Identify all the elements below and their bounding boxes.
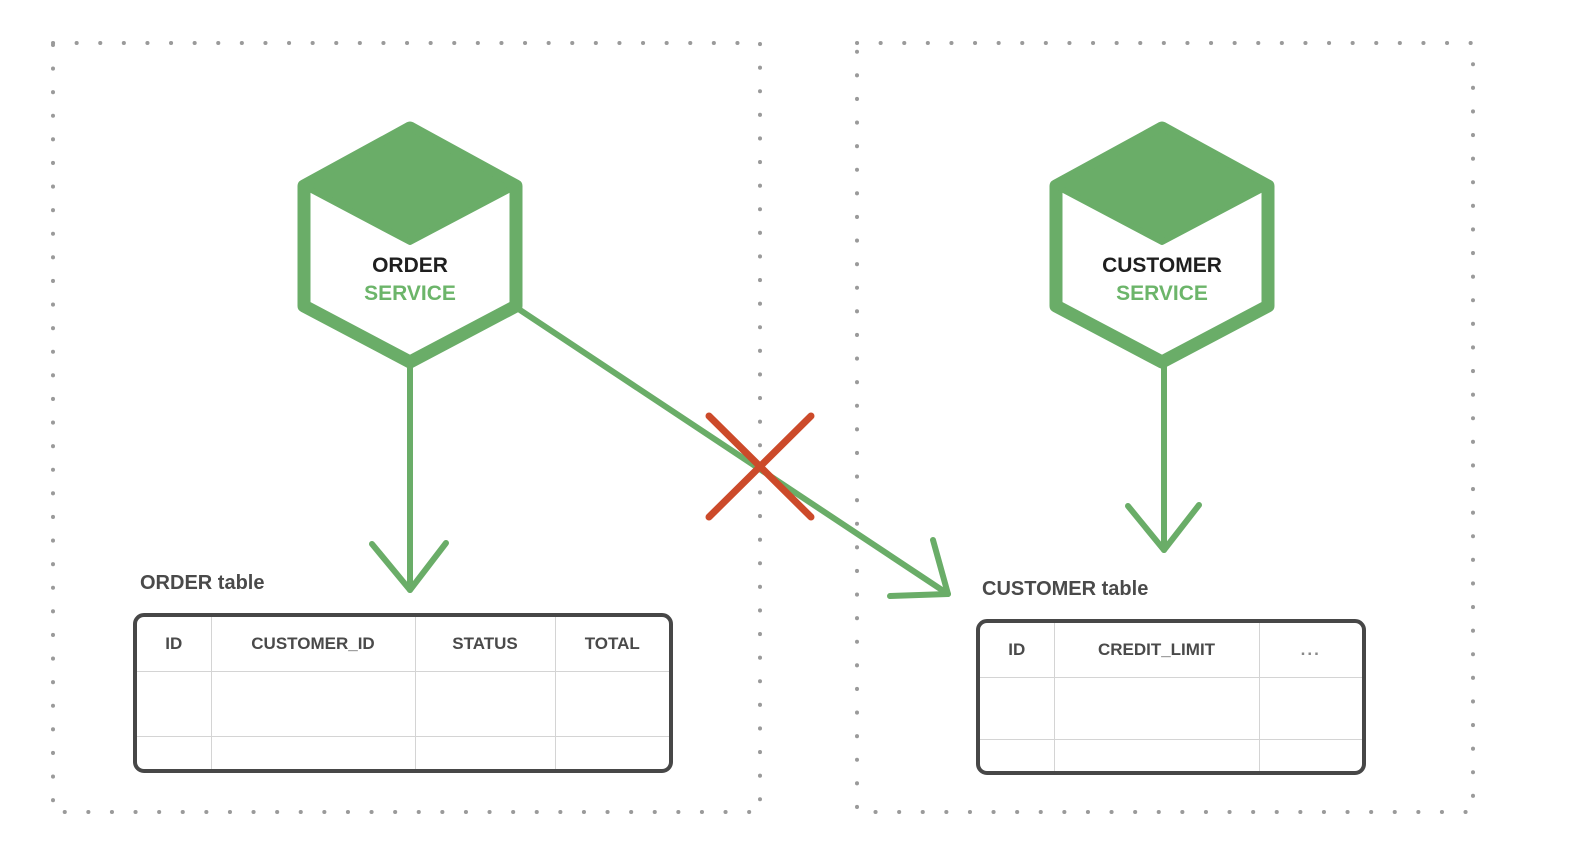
- column-header: CUSTOMER_ID: [211, 617, 416, 672]
- column-header: TOTAL: [555, 617, 669, 672]
- table-row: [137, 671, 669, 737]
- table-header-row: ID CUSTOMER_ID STATUS TOTAL: [137, 617, 669, 672]
- column-header: ID: [137, 617, 212, 672]
- order-table: ID CUSTOMER_ID STATUS TOTAL: [133, 613, 673, 773]
- cube-hexagon-icon: [297, 121, 523, 369]
- table-row: [980, 739, 1362, 771]
- customer-to-customer-table-arrow: [1125, 363, 1202, 553]
- service-name: ORDER: [372, 254, 448, 277]
- order-service-boundary: [51, 41, 762, 814]
- table-row: [980, 677, 1362, 741]
- column-header: ...: [1259, 623, 1362, 678]
- cross-icon: [705, 412, 815, 521]
- service-subtitle: SERVICE: [1116, 282, 1208, 305]
- table-header-row: ID CREDIT_LIMIT ...: [980, 623, 1362, 678]
- order-to-order-table-arrow: [369, 363, 449, 593]
- order-to-customer-table-arrow: [517, 307, 951, 599]
- customer-service-boundary: [855, 41, 1475, 814]
- customer-table-title: CUSTOMER table: [982, 578, 1149, 600]
- service-name: CUSTOMER: [1102, 254, 1222, 277]
- cube-hexagon-icon: [1049, 121, 1275, 369]
- order-service-node[interactable]: ORDER SERVICE: [297, 121, 523, 369]
- customer-table: ID CREDIT_LIMIT ...: [976, 619, 1366, 775]
- column-header: STATUS: [415, 617, 556, 672]
- service-subtitle: SERVICE: [364, 282, 456, 305]
- customer-service-node[interactable]: CUSTOMER SERVICE: [1049, 121, 1275, 369]
- table-row: [137, 736, 669, 769]
- order-table-title: ORDER table: [140, 572, 265, 594]
- column-header: CREDIT_LIMIT: [1054, 623, 1260, 678]
- column-header: ID: [980, 623, 1055, 678]
